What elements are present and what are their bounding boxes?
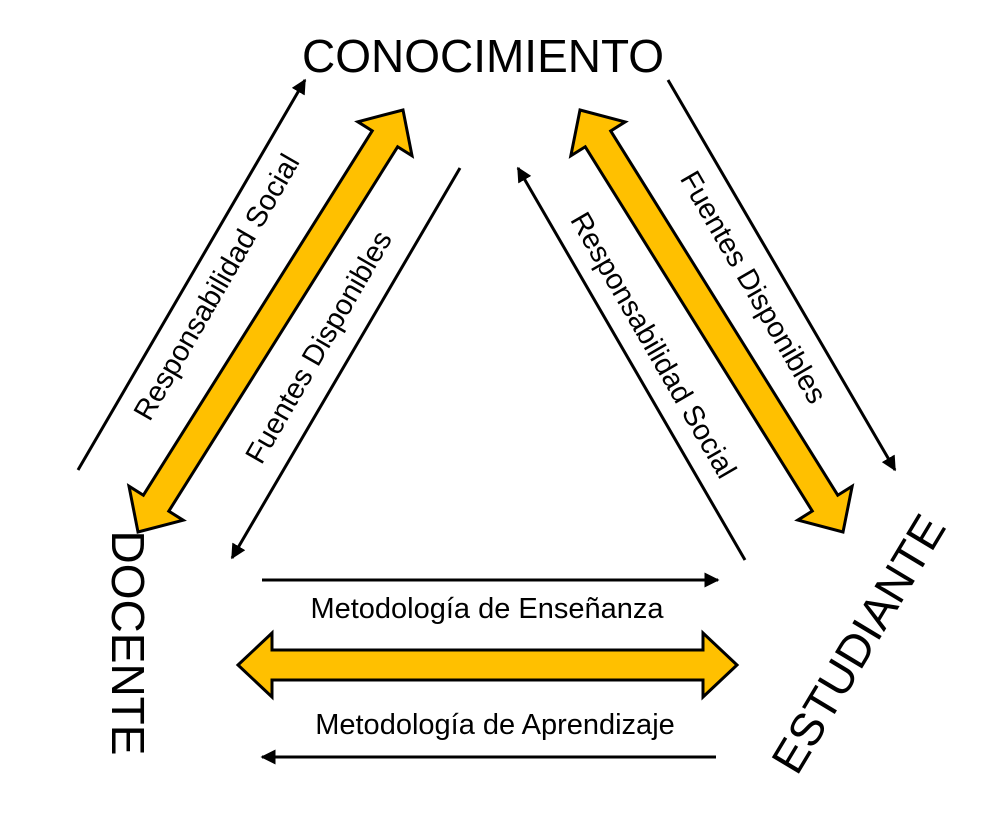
- label-metodologia-aprendizaje: Metodología de Aprendizaje: [315, 709, 675, 741]
- arrow-docente-to-conocimiento: [76, 78, 307, 471]
- arrow-estudiante-to-conocimiento: [516, 166, 747, 561]
- arrow-conocimiento-to-estudiante: [666, 79, 897, 472]
- node-estudiante: ESTUDIANTE: [761, 505, 956, 782]
- double-arrow-docente-conocimiento: [126, 108, 415, 534]
- label-metodologia-ensenanza: Metodología de Enseñanza: [310, 593, 664, 625]
- double-arrow-docente-estudiante: [235, 629, 740, 701]
- double-arrow-conocimiento-estudiante: [568, 108, 855, 534]
- node-conocimiento: CONOCIMIENTO: [302, 30, 664, 82]
- arrow-conocimiento-to-docente: [230, 167, 462, 560]
- node-docente: DOCENTE: [102, 531, 154, 756]
